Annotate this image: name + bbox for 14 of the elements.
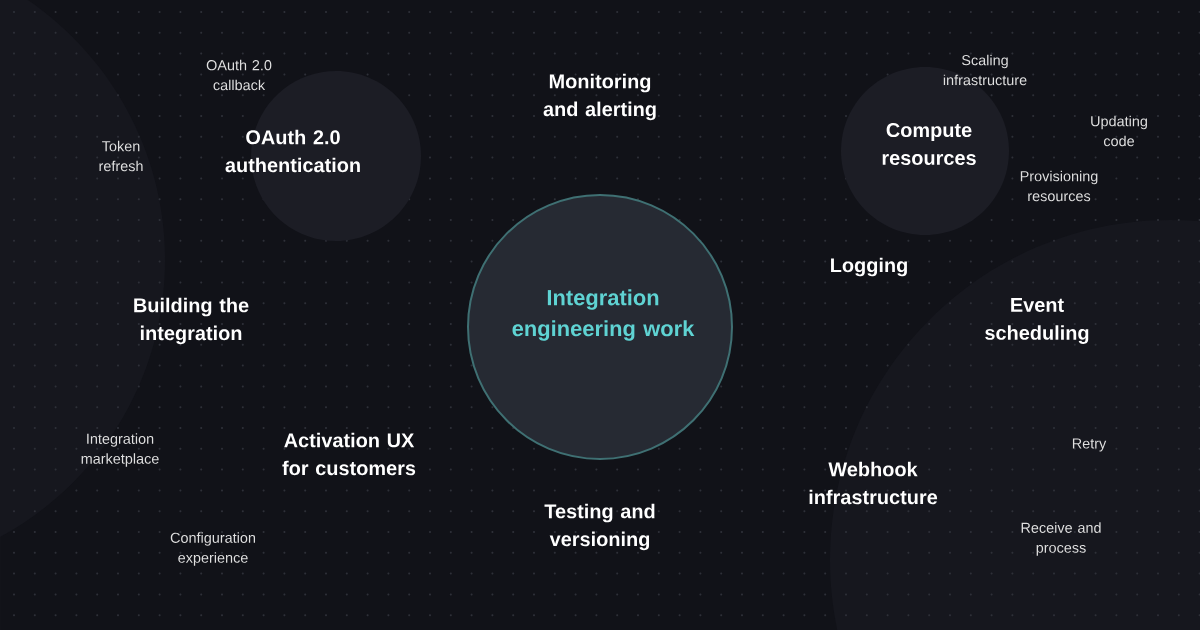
subtopic-label: Configuration experience [170, 532, 255, 566]
topic-label: Activation UX for customers [282, 432, 416, 476]
subtopic-label: Integration marketplace [81, 433, 159, 467]
subtopic-label: Receive and process [1021, 522, 1101, 556]
topic-label: Monitoring and alerting [543, 73, 656, 121]
subtopic-label: Retry [1072, 438, 1107, 452]
subtopic-label: Updating code [1091, 115, 1147, 147]
topic-label: Event scheduling [985, 298, 1089, 344]
subtopic-label: OAuth 2.0 callback [206, 59, 272, 91]
topic-label: Testing and versioning [544, 503, 655, 551]
topic-label: Logging [831, 257, 907, 277]
topic-label: Building the integration [134, 297, 249, 345]
topic-label: Webhook infrastructure [809, 461, 938, 505]
subtopic-label: Token refresh [99, 140, 143, 172]
